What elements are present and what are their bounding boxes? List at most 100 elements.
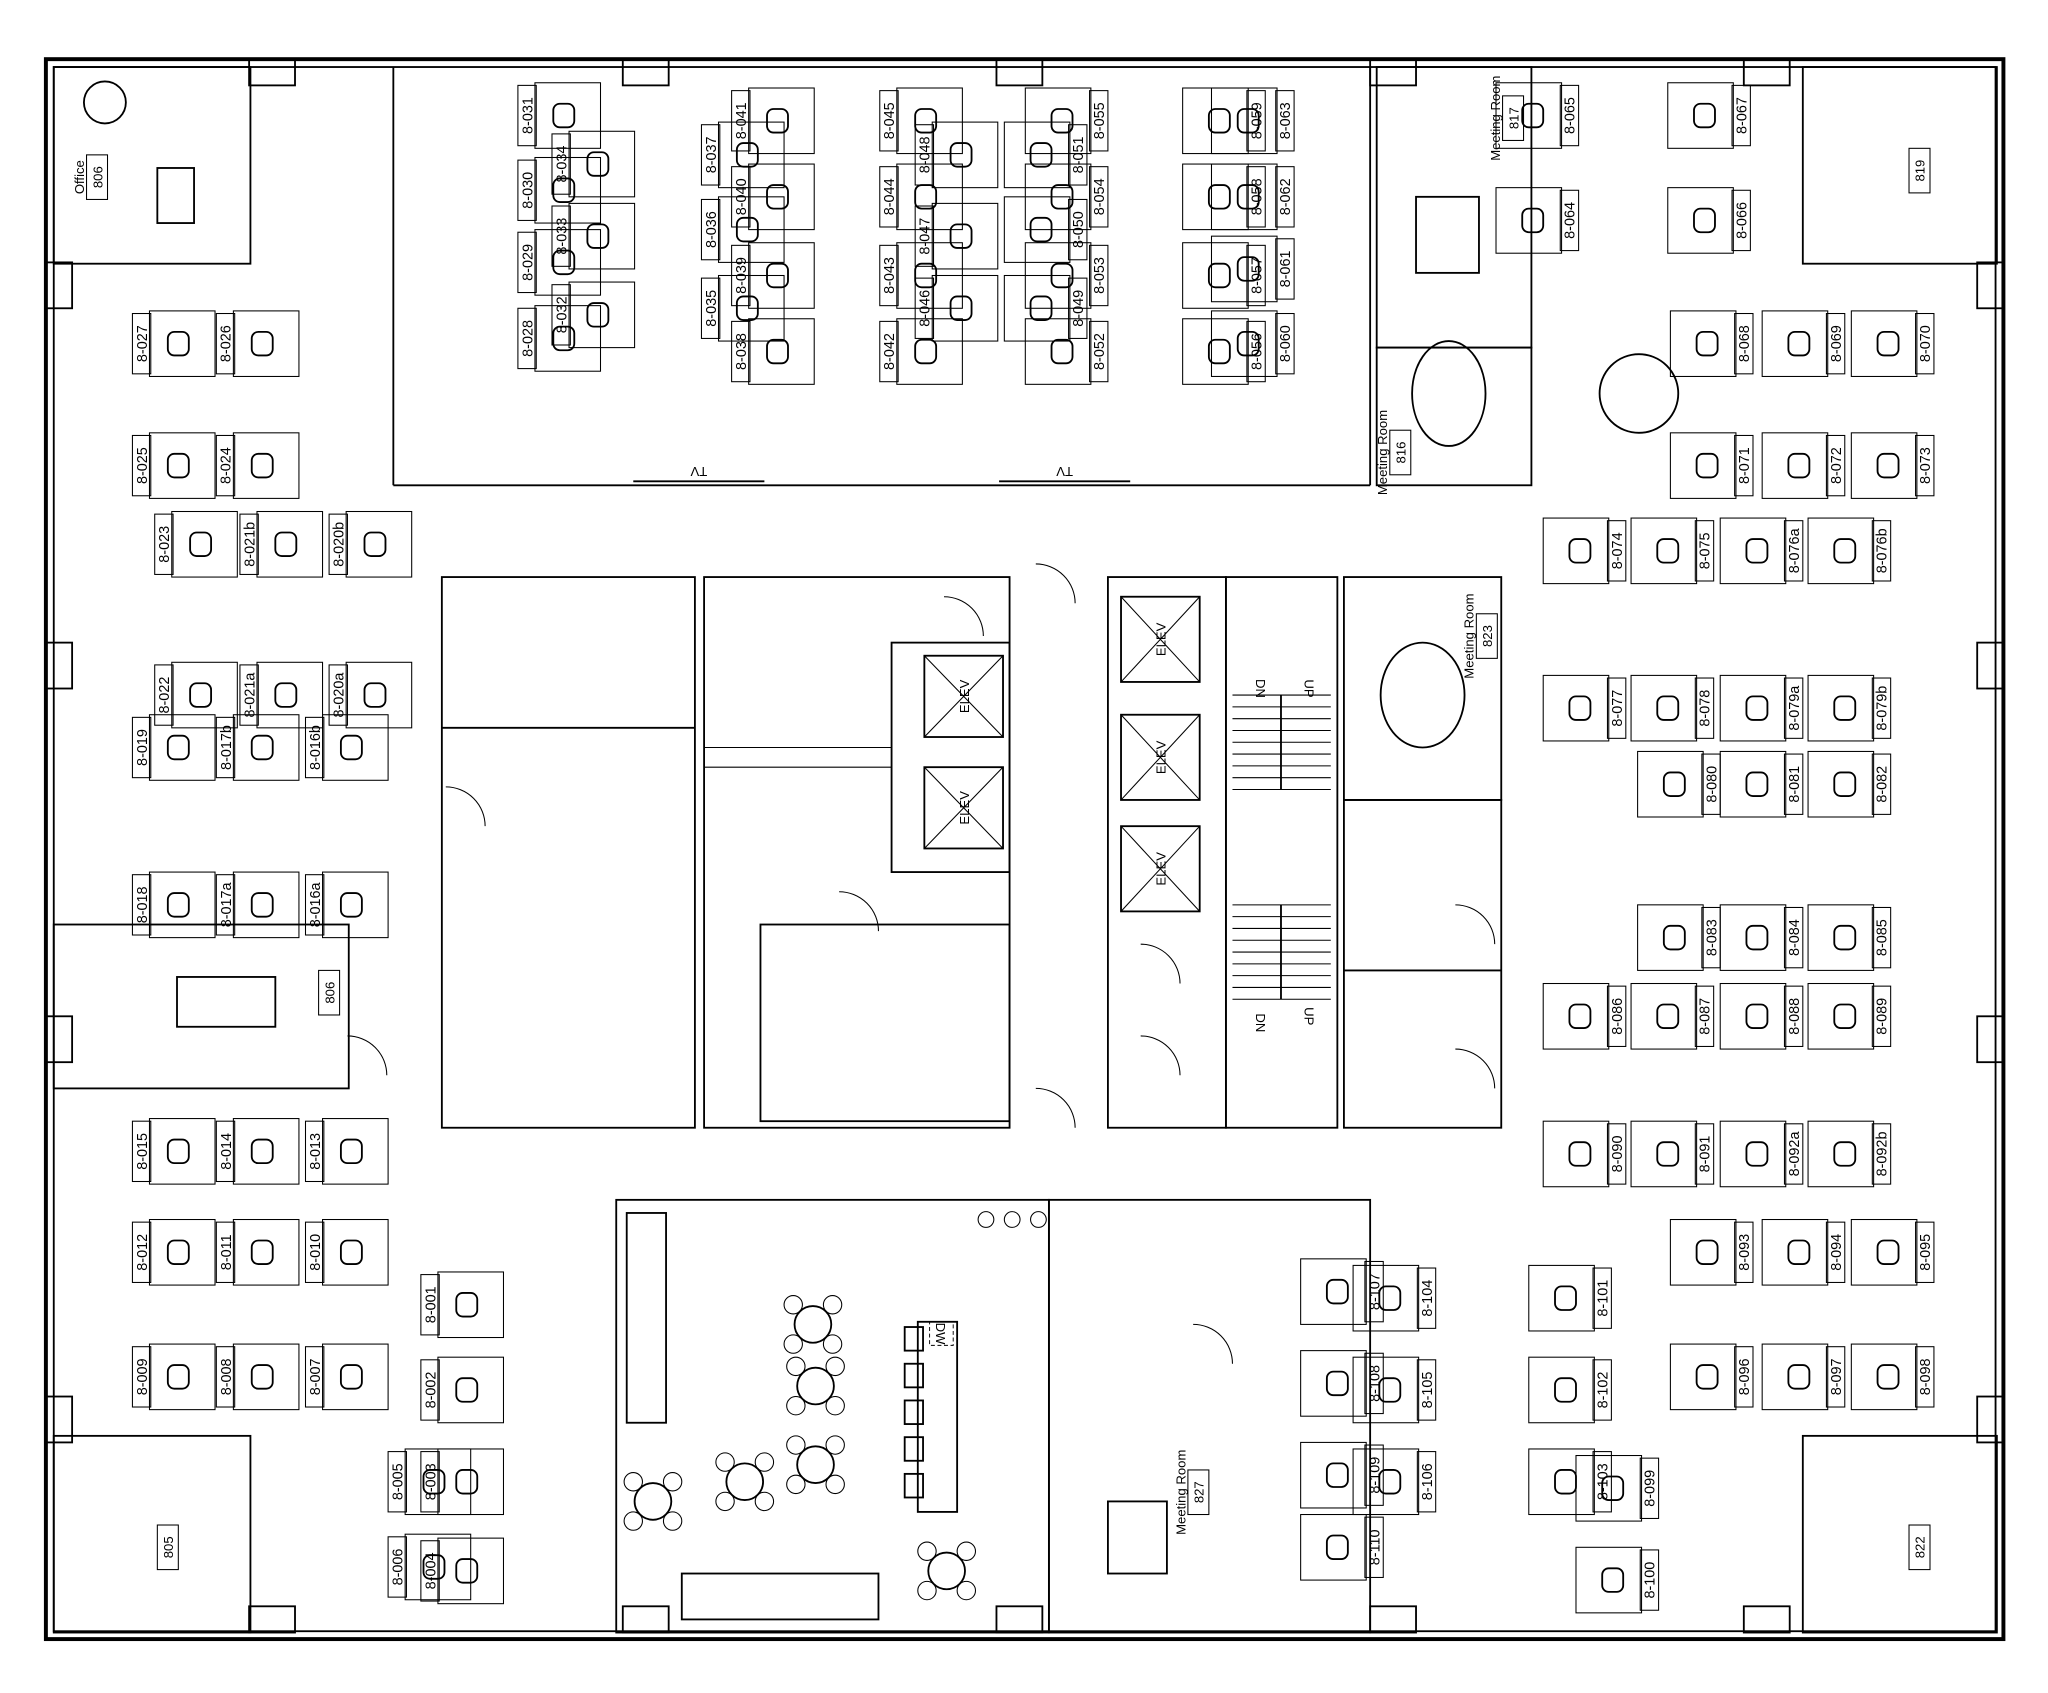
seat-8-004: 8-004 [420, 1540, 440, 1602]
round-table [796, 1366, 835, 1406]
column [1369, 1605, 1417, 1634]
seat-8-036: 8-036 [700, 198, 721, 261]
elevator-lobby [890, 641, 1011, 873]
office-chair [1833, 695, 1857, 721]
workstation-desk [171, 510, 238, 578]
seat-tag [1068, 124, 1088, 186]
seat-tag [1783, 677, 1804, 739]
office-chair [1050, 338, 1074, 365]
office-chair [250, 1138, 274, 1165]
room-tag [1187, 1469, 1210, 1516]
workstation-desk [931, 121, 999, 189]
office-chair [1378, 1377, 1402, 1403]
cafe-table [786, 1356, 845, 1416]
seat-tag [1592, 1267, 1612, 1329]
office-chair [949, 142, 973, 168]
seat-label: 8-055 [1092, 102, 1108, 139]
office-chair [166, 452, 190, 479]
workstation-desk [322, 1218, 389, 1286]
elevator: ELEV [923, 766, 1004, 850]
office-chair [1695, 330, 1719, 357]
seat-8-044: 8-044 [879, 166, 899, 228]
office-chair [455, 1469, 479, 1495]
workstation-desk [748, 318, 815, 385]
seat-tag [1915, 312, 1935, 375]
column [44, 1395, 74, 1444]
office-chair [1695, 1364, 1719, 1390]
seat-8-013: 8-013 [304, 1120, 325, 1183]
seat-tag [304, 1221, 325, 1283]
workstation-desk [1630, 982, 1698, 1050]
seat-label: 8-088 [1787, 998, 1803, 1035]
workstation-desk [1352, 1448, 1420, 1516]
seat-tag [1246, 166, 1266, 228]
seat-tag [1068, 277, 1088, 339]
chair [822, 1295, 843, 1315]
workstation-desk [437, 1271, 505, 1339]
seat-tag [1606, 985, 1627, 1047]
room-number: 817 [1506, 107, 1521, 129]
seat-tag [879, 90, 899, 152]
workstation-desk [568, 202, 636, 270]
column [995, 58, 1044, 87]
seat-label: 8-047 [918, 218, 934, 255]
seat-tag [1734, 1346, 1754, 1408]
office-chair [1207, 262, 1231, 289]
seat-label: 8-028 [520, 320, 536, 357]
stair-direction-label: UP [1302, 1007, 1317, 1025]
seat-tag [1783, 520, 1804, 582]
seat-8-071: 8-071 [1734, 434, 1754, 497]
seat-8-072: 8-072 [1825, 434, 1846, 497]
seat-8-100: 8-100 [1639, 1549, 1660, 1611]
seat-8-073: 8-073 [1915, 434, 1935, 497]
office-chair [1601, 1567, 1625, 1593]
seat-8-038: 8-038 [731, 320, 751, 383]
seat-tag [1364, 1260, 1384, 1323]
seat-label: 8-065 [1563, 97, 1579, 134]
office-chair [166, 1364, 190, 1390]
seat-tag [1783, 753, 1804, 815]
workstation-desk [1575, 1546, 1643, 1614]
office-chair [339, 1364, 363, 1390]
elevator-shaft [923, 654, 1004, 738]
seat-tag [1731, 84, 1751, 147]
seat-8-092a: 8-092a [1783, 1123, 1804, 1185]
seat-tag [420, 1451, 440, 1513]
seat-tag [1825, 312, 1846, 375]
seat-label: 8-082 [1875, 766, 1891, 803]
room-label: 806 [318, 969, 341, 1016]
seat-8-009: 8-009 [131, 1346, 152, 1408]
bar-stool [903, 1326, 924, 1352]
room-label: 822 [1908, 1524, 1931, 1571]
seat-label: 8-105 [1420, 1372, 1436, 1409]
office-chair [914, 108, 938, 134]
room-name: Meeting Room [1462, 593, 1477, 678]
seat-tag [1871, 677, 1892, 739]
office-chair [250, 1364, 274, 1390]
room-wall [52, 66, 252, 265]
seat-8-090: 8-090 [1606, 1123, 1627, 1185]
seat-label: 8-013 [308, 1133, 324, 1170]
office-chair [1876, 1364, 1900, 1390]
office-chair [1745, 924, 1769, 951]
seat-label: 8-031 [520, 97, 536, 134]
room-label: 819 [1908, 147, 1931, 194]
workstation-desk [1807, 982, 1875, 1050]
chair [662, 1511, 683, 1531]
seat-tag [215, 434, 236, 497]
column [44, 261, 74, 310]
seat-8-101: 8-101 [1592, 1267, 1612, 1329]
office-chair [1601, 1475, 1625, 1502]
seat-8-002: 8-002 [420, 1359, 440, 1421]
room-number: 827 [1192, 1481, 1207, 1503]
seat-8-054: 8-054 [1089, 166, 1109, 228]
office-chair [1876, 330, 1900, 357]
workstation-desk [748, 242, 815, 309]
seat-label: 8-074 [1610, 532, 1626, 569]
seat-8-091: 8-091 [1694, 1123, 1715, 1185]
seat-8-081: 8-081 [1783, 753, 1804, 815]
office-chair [1554, 1469, 1577, 1495]
workstation-desk [1761, 1218, 1829, 1286]
seat-8-109: 8-109 [1364, 1444, 1384, 1506]
